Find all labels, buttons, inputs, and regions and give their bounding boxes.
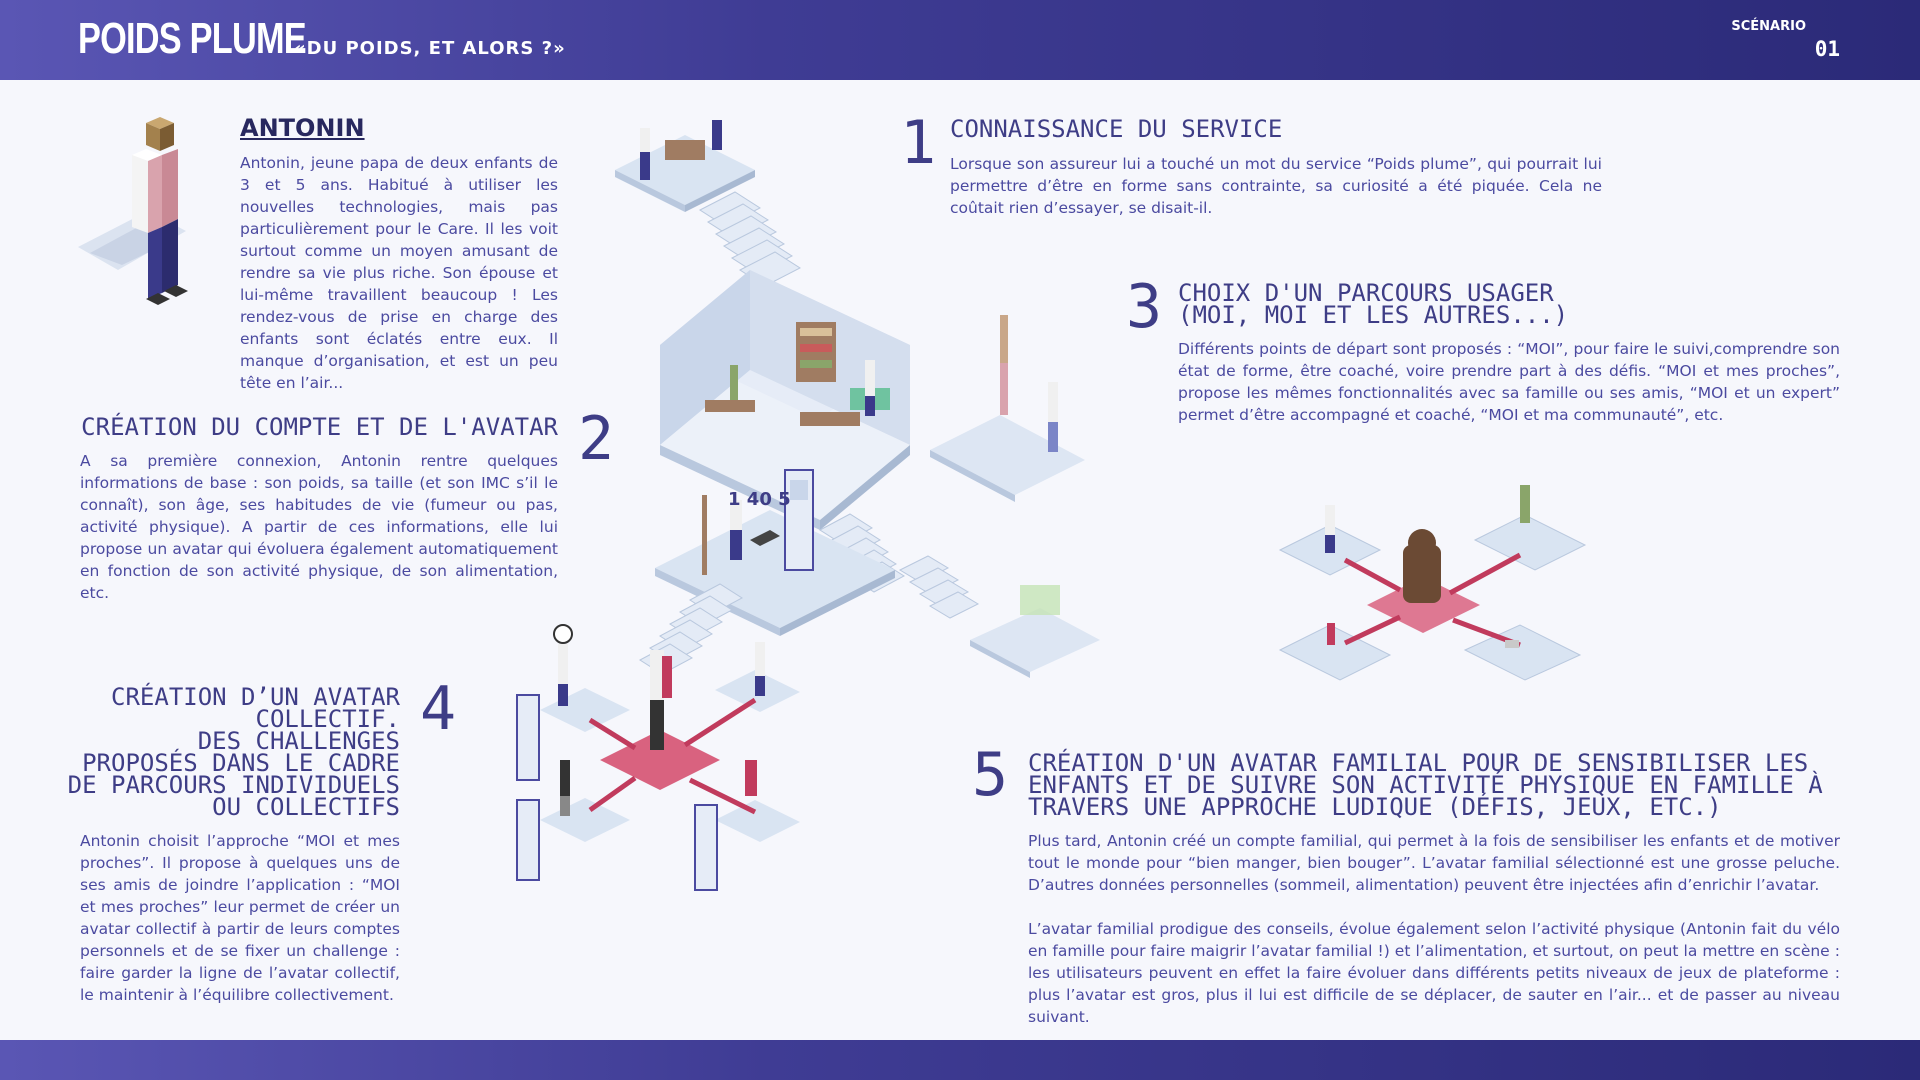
step5-text-1: Plus tard, Antonin créé un compte famili… [1028,832,1840,894]
step2-title-line: CRÉATION DU COMPTE ET DE L'AVATAR [81,413,558,441]
step3-number: 3 [1126,272,1163,342]
upper-right-platform [930,315,1085,502]
step5-title-line-3: TRAVERS UNE APPROCHE LUDIQUE (DÉFIS, JEU… [1028,793,1722,821]
family-avatar-illustration [1278,485,1587,681]
stairs-4 [898,555,980,619]
persona-name: ANTONIN [240,114,365,142]
living-room [660,270,910,530]
persona-description: Antonin, jeune papa de deux enfants de 3… [240,154,558,392]
step3-title-line-1: CHOIX D'UN PARCOURS USAGER [1178,279,1554,307]
step1-number: 1 [900,108,937,178]
step1-title-line: CONNAISSANCE DU SERVICE [950,115,1283,143]
step2-text: A sa première connexion, Antonin rentre … [80,452,558,602]
antonin-avatar-illustration [78,117,188,305]
step4-title-line-4: PROPOSÉS DANS LE CADRE [82,749,400,777]
step4-title: CRÉATION D’UN AVATAR COLLECTIF. DES CHAL… [60,683,401,821]
step2-title: CRÉATION DU COMPTE ET DE L'AVATAR [60,413,558,441]
step3-text: Différents points de départ sont proposé… [1178,340,1840,424]
step4-title-line-2: COLLECTIF. [255,705,401,733]
office-platform [615,120,755,212]
step4-title-line-6: OU COLLECTIFS [212,793,400,821]
step4-number: 4 [420,674,457,744]
step5-title: CRÉATION D'UN AVATAR FAMILIAL POUR DE SE… [1028,749,1848,821]
step5-number: 5 [972,740,1009,810]
brand-title: POIDS PLUME [78,14,307,63]
tagline: «DU POIDS, ET ALORS ?» [294,38,566,59]
step3-title: CHOIX D'UN PARCOURS USAGER (MOI, MOI ET … [1178,279,1838,329]
step5-title-line-2: ENFANTS ET DE SUIVRE SON ACTIVITÉ PHYSIQ… [1028,771,1823,799]
step4-title-line-3: DES CHALLENGES [197,727,400,755]
step5-title-line-1: CRÉATION D'UN AVATAR FAMILIAL POUR DE SE… [1028,749,1809,777]
scenario-number: 01 [1814,37,1840,61]
lower-right-platform [970,585,1100,678]
scale-labels: 1 40 5 [728,489,791,510]
collective-avatar-illustration [516,624,800,891]
step5-text-2: L’avatar familial prodigue des conseils,… [1028,920,1840,1026]
step4-text: Antonin choisit l’approche “MOI et mes p… [80,832,400,1004]
step4-title-line-1: CRÉATION D’UN AVATAR [111,683,400,711]
journey-isometric-illustration: 1 40 5 [615,120,1100,678]
footer-bar [0,1040,1920,1080]
stairs-1 [698,191,802,287]
step3-title-line-2: (MOI, MOI ET LES AUTRES...) [1178,301,1569,329]
step2-number: 2 [578,404,615,474]
step4-title-line-5: DE PARCOURS INDIVIDUELS [67,771,400,799]
step1-title: CONNAISSANCE DU SERVICE [950,115,1650,143]
header-bar: POIDS PLUME «DU POIDS, ET ALORS ?» SCÉNA… [0,0,1920,80]
step1-text: Lorsque son assureur lui a touché un mot… [950,155,1602,217]
scenario-label: SCÉNARIO [1731,19,1806,34]
